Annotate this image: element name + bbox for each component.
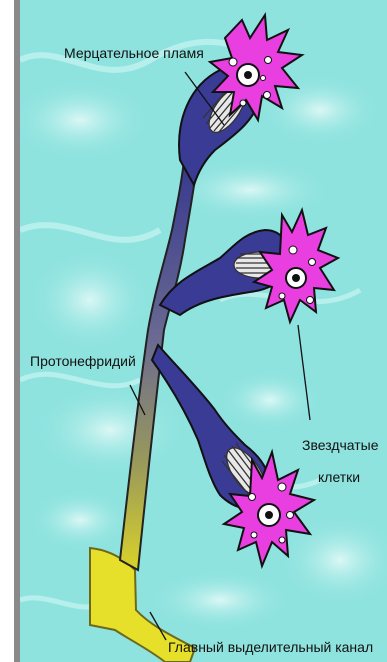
label-flame: Мерцательное пламя xyxy=(64,46,204,60)
label-stellate-line1: Звездчатые xyxy=(302,438,379,452)
label-stellate-line2: клетки xyxy=(318,470,360,484)
label-main-canal: Главный выделительный канал xyxy=(168,640,373,654)
diagram-panel xyxy=(20,0,387,662)
label-protonephridium: Протонефридий xyxy=(30,354,136,368)
protonephridium-diagram xyxy=(20,0,387,662)
